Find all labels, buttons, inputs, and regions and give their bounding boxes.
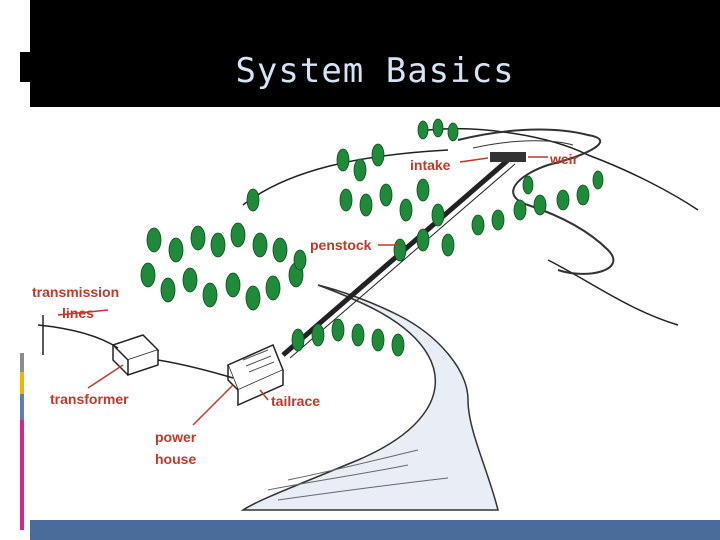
tree-cluster-right	[471, 170, 604, 236]
river	[240, 284, 499, 511]
label-intake: intake	[410, 157, 451, 173]
power-house-building	[227, 343, 284, 407]
penstock-pipe-edge	[289, 163, 516, 359]
hydro-system-illustration: intake weir penstock transmission lines …	[32, 118, 699, 511]
transformer-building	[111, 334, 160, 377]
accent-bar-blue	[20, 394, 24, 420]
label-penstock: penstock	[310, 237, 372, 253]
tree-cluster-left	[140, 188, 307, 311]
weir-structure	[490, 152, 526, 162]
river-ripples	[267, 449, 449, 501]
slide-title: System Basics	[235, 50, 515, 91]
title-bar	[30, 0, 720, 107]
leader-lines	[57, 156, 548, 426]
label-power: power	[155, 429, 197, 445]
label-house: house	[155, 451, 196, 467]
accent-bar-magenta	[20, 353, 24, 530]
label-lines: lines	[62, 305, 94, 321]
transmission-line	[37, 324, 234, 379]
hill-lower-right	[547, 259, 679, 326]
label-weir: weir	[549, 151, 579, 167]
upper-stream-inner	[472, 140, 574, 149]
hill-outline	[242, 149, 449, 206]
tree-cluster-center	[336, 118, 459, 262]
label-transformer: transformer	[50, 391, 129, 407]
left-marker	[20, 52, 30, 82]
accent-bar-gray	[20, 353, 24, 373]
tree-cluster-lower	[291, 318, 405, 357]
label-tailrace: tailrace	[271, 393, 320, 409]
bottom-band	[30, 520, 720, 540]
hill-outline-right	[427, 127, 699, 211]
label-transmission: transmission	[32, 284, 119, 300]
upper-stream	[457, 128, 615, 275]
accent-bar-yellow	[20, 372, 24, 394]
